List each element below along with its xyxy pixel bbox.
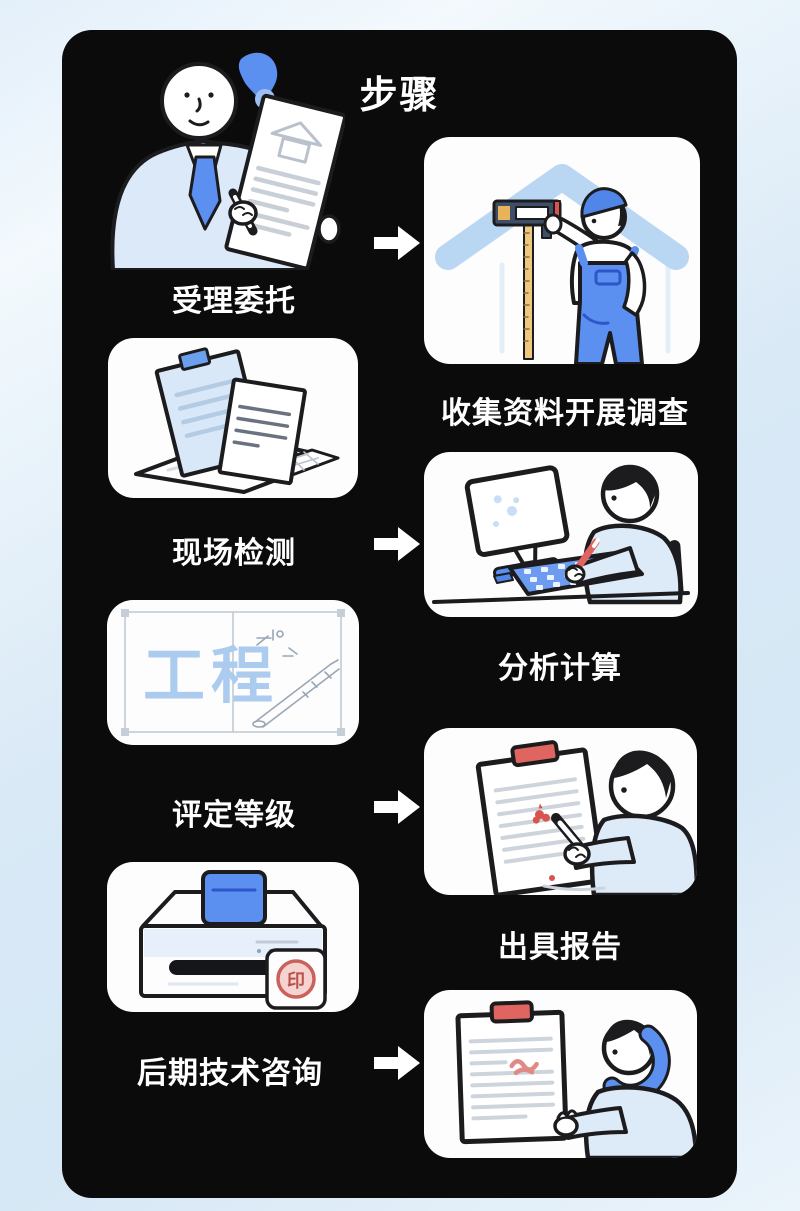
arrow-right-icon [374, 1044, 420, 1082]
step-label-issue-report: 出具报告 [498, 931, 622, 964]
person-signing-report-icon [475, 740, 697, 895]
site-documents-panel [108, 338, 358, 498]
steps-card: 步骤 [62, 30, 737, 1198]
stamp-seal-character: 印 [287, 971, 305, 991]
printer-with-stamp-panel: 印 [107, 862, 359, 1012]
person-phone-consult-panel [424, 990, 697, 1158]
step-label-analysis: 分析计算 [498, 652, 622, 685]
engineering-blueprint-panel: 工程 [107, 600, 359, 745]
step-label-site-testing: 现场检测 [172, 537, 296, 570]
printer-with-stamp-icon: 印 [139, 870, 327, 1010]
man-holding-contract-icon [110, 52, 345, 270]
step-label-collect-survey: 收集资料开展调查 [441, 397, 689, 430]
person-phone-consult-icon [455, 1000, 697, 1158]
engineering-blueprint-icon: 工程 [121, 609, 345, 736]
person-signing-report-panel [424, 728, 697, 895]
worker-measuring-house-panel [424, 137, 700, 364]
arrow-right-icon [374, 224, 420, 262]
worker-measuring-house-icon [435, 164, 689, 364]
blueprint-text: 工程 [143, 642, 279, 711]
step-label-followup-consulting: 后期技术咨询 [137, 1057, 323, 1090]
man-holding-contract-illustration [95, 45, 345, 270]
person-at-computer-icon [432, 464, 690, 605]
step-label-rating: 评定等级 [172, 799, 296, 832]
page-title: 步骤 [359, 75, 440, 117]
step-label-accept-commission: 受理委托 [172, 285, 296, 318]
arrow-right-icon [374, 788, 420, 826]
person-at-computer-panel [424, 452, 698, 617]
arrow-right-icon [374, 525, 420, 563]
site-documents-icon [134, 347, 340, 494]
